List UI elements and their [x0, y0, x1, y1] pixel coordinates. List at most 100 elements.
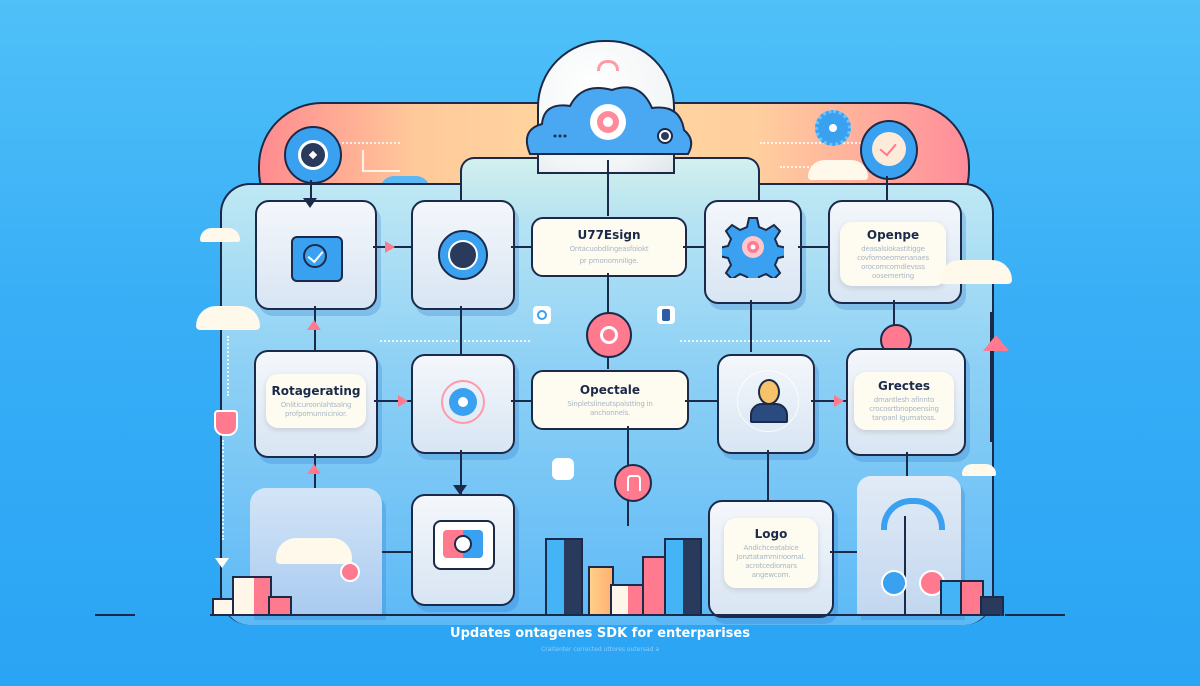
node-description: crocosrtbnopoensing — [869, 405, 939, 413]
target-node[interactable] — [411, 200, 515, 310]
connector-line — [906, 452, 908, 476]
arrow-right-icon — [398, 395, 408, 407]
cloud-icon — [962, 464, 996, 476]
radar-node[interactable] — [411, 354, 515, 454]
connector-line — [683, 246, 704, 248]
hub-circle[interactable] — [586, 312, 632, 358]
node-title: Opectale — [579, 382, 641, 397]
node-description: angewcom. — [751, 570, 791, 579]
stamp-icon — [438, 230, 488, 280]
node-description: oosemerting — [872, 271, 914, 280]
node-description: acrotcediomars — [745, 561, 797, 570]
logo-node[interactable]: Logo Andichceatabice Jonztatammirioomal.… — [708, 500, 834, 618]
node-rotagerating[interactable]: Rotagerating Onliticuroonlahtsalng profp… — [266, 374, 366, 428]
node-logo[interactable]: Logo Andichceatabice Jonztatammirioomal.… — [724, 518, 818, 588]
connector-line — [904, 516, 906, 614]
connector-line — [511, 400, 531, 402]
node-description: dmantlesh afinnto — [873, 396, 935, 404]
connector-line — [767, 450, 769, 500]
info-icon[interactable] — [657, 306, 675, 324]
bar — [268, 596, 292, 616]
cloud-merge-node[interactable] — [250, 488, 382, 614]
node-description: pr pmonomnilige. — [579, 257, 639, 265]
connector-line — [990, 312, 992, 442]
node-grectes[interactable]: Grectes dmantlesh afinnto crocosrtbnopoe… — [854, 372, 954, 430]
connector-line — [750, 300, 752, 352]
connector-line — [460, 306, 462, 354]
node-description: Jonztatammirioomal. — [736, 552, 806, 561]
branch-icon — [881, 498, 945, 530]
node-title: U77Esign — [577, 228, 641, 242]
arrow-down-icon — [215, 558, 229, 568]
right-badge[interactable] — [860, 120, 918, 180]
arrow-down-icon — [303, 198, 317, 208]
node-description: orocomcomdlevsss — [861, 262, 925, 271]
node-title: Grectes — [877, 379, 931, 393]
node-description: Ontacuobdlingeasfolokt — [569, 245, 649, 253]
openpe-node[interactable]: Openpe deasalsiokastitigge covfomoeomena… — [828, 200, 962, 304]
cloud-icon — [276, 538, 352, 564]
node-description: covfomoeomenanaes — [857, 253, 929, 262]
check-icon — [872, 132, 906, 166]
camera-icon[interactable] — [533, 306, 551, 324]
user-icon — [737, 370, 799, 432]
mini-chart-icon — [362, 150, 400, 172]
arrow-right-icon — [385, 241, 395, 253]
circle-icon — [600, 326, 618, 344]
connector-line — [607, 160, 609, 216]
bar — [610, 584, 646, 616]
connector-line — [511, 246, 531, 248]
dotted-connector — [760, 142, 880, 144]
node-design[interactable]: U77Esign Ontacuobdlingeasfolokt pr pmono… — [531, 217, 687, 277]
node-description: Sinpletslineutspalstting in — [567, 399, 653, 408]
cloud-icon — [940, 260, 1012, 284]
bar — [980, 596, 1004, 616]
node-title: Openpe — [866, 227, 920, 242]
dotted-connector — [680, 340, 830, 342]
cloud-target-icon[interactable] — [520, 80, 696, 156]
n-icon — [627, 475, 641, 491]
cloud-icon — [200, 228, 240, 242]
node-title: Rotagerating — [271, 383, 361, 398]
target-icon — [340, 562, 360, 582]
check-square-icon — [291, 236, 343, 282]
node-openpe[interactable]: Openpe deasalsiokastitigge covfomoeomena… — [840, 222, 946, 286]
baseline — [210, 614, 1000, 616]
diamond-icon — [298, 140, 328, 170]
node-description: profpomunnicinior. — [284, 409, 348, 418]
dotted-connector — [222, 440, 224, 540]
node-description: tanpanl Igumatoss. — [872, 414, 936, 422]
rotagerating-node[interactable]: Rotagerating Onliticuroonlahtsalng profp… — [254, 350, 378, 458]
node-description: Andichceatabice — [743, 543, 799, 552]
node-description: Onliticuroonlahtsalng — [280, 400, 352, 409]
connector-line — [310, 180, 312, 200]
connector-line — [830, 551, 858, 553]
baseline — [95, 614, 135, 616]
dotted-connector — [227, 336, 229, 396]
left-badge[interactable] — [284, 126, 342, 184]
dotted-connector — [330, 142, 400, 144]
user-node[interactable] — [717, 354, 815, 454]
node-opectale[interactable]: Opectale Sinpletslineutspalstting in anc… — [531, 370, 689, 430]
diagram-subcaption: Craitenter corrected uttores outersad a — [540, 646, 660, 653]
gear-icon — [815, 110, 851, 146]
lock-node[interactable] — [411, 494, 515, 606]
target-icon — [441, 380, 485, 424]
connector-line — [382, 551, 411, 553]
gear-node[interactable] — [704, 200, 802, 304]
connector-line — [460, 450, 462, 494]
bar — [545, 538, 583, 616]
warning-icon — [983, 335, 1009, 351]
arrow-down-icon — [453, 485, 467, 495]
baseline — [1005, 614, 1065, 616]
storage-icon[interactable] — [552, 458, 574, 480]
node-description: deasalsiokastitigge — [861, 244, 925, 253]
lower-hub-circle[interactable] — [614, 464, 652, 502]
gear-icon — [722, 217, 784, 278]
plus-icon — [881, 570, 907, 596]
connector-line — [811, 400, 846, 402]
check-node[interactable] — [255, 200, 377, 310]
grectes-node[interactable]: Grectes dmantlesh afinnto crocosrtbnopoe… — [846, 348, 966, 456]
cloud-icon — [808, 160, 868, 180]
connector-line — [685, 400, 717, 402]
